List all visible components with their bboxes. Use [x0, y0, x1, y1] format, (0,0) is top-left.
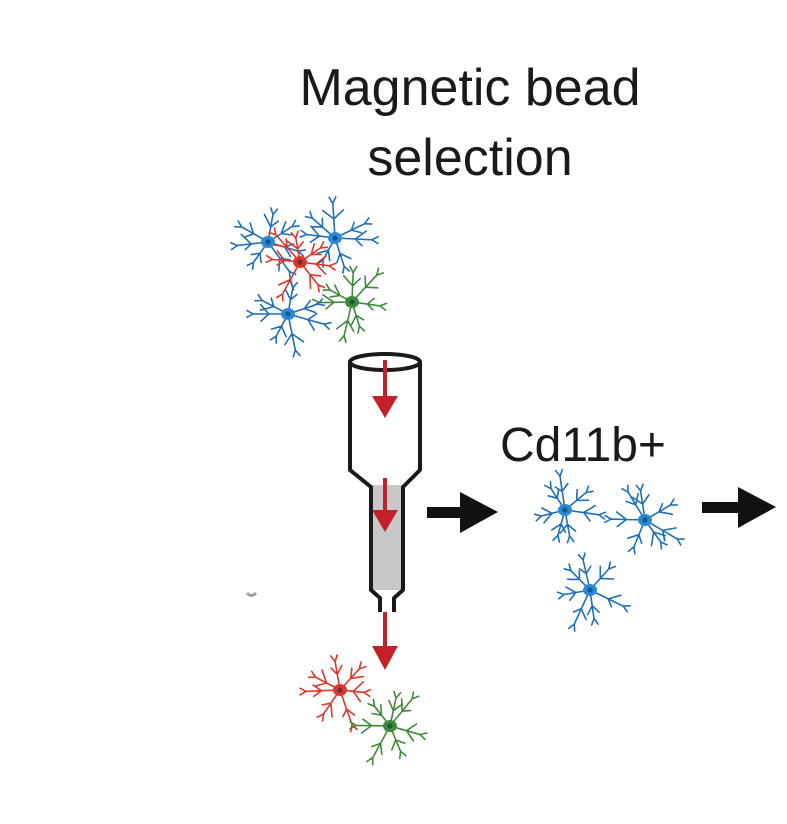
cd11b-cell-2 [604, 483, 685, 555]
cell-processes [556, 552, 631, 632]
cell-processes [604, 483, 685, 555]
cell-nucleus [285, 311, 291, 317]
cell-processes [533, 468, 607, 544]
flow-arrow-bottom-head [372, 646, 398, 670]
cell-nucleus [642, 517, 648, 523]
cell-nucleus [337, 687, 343, 693]
cell-processes [299, 196, 379, 274]
cd11b-cell-3 [556, 552, 631, 632]
diagram-title-line-2: selection [367, 129, 573, 187]
arrow-2-head [738, 487, 776, 528]
diagram-title-line-1: Magnetic bead [299, 59, 641, 117]
flowthrough-green-cell [349, 690, 428, 766]
flowthrough-red-cell [299, 654, 372, 733]
mixed-green-cell [312, 265, 388, 344]
cell-processes [312, 265, 388, 344]
cell-nucleus [387, 723, 393, 729]
cell-nucleus [332, 235, 338, 241]
cell-nucleus [297, 259, 303, 265]
cell-nucleus [562, 507, 568, 513]
mixed-blue-cell-2 [299, 196, 379, 274]
arrow-right-icon [427, 492, 498, 533]
cell-nucleus [587, 587, 593, 593]
cell-nucleus [265, 239, 271, 245]
flow-arrow-top-head [372, 396, 398, 418]
stray-mark [245, 591, 258, 597]
arrow-right-icon-2 [702, 487, 776, 528]
cell-processes [349, 690, 428, 766]
mixed-red-cell [265, 227, 337, 302]
flow-arrow-mid-head [372, 510, 398, 532]
mixed-blue-cell-1 [230, 207, 307, 280]
column-body [348, 362, 422, 612]
cd11b-positive-label: Cd11b+ [500, 419, 666, 472]
cell-processes [246, 280, 332, 358]
arrow-1-shaft [427, 507, 463, 518]
mixed-blue-cell-3 [246, 280, 332, 358]
cell-nucleus [349, 299, 355, 305]
arrow-2-shaft [702, 502, 742, 513]
cells-layer [230, 196, 685, 766]
flow-arrows [372, 360, 398, 670]
arrow-1-head [460, 492, 498, 533]
cd11b-cell-1 [533, 468, 607, 544]
